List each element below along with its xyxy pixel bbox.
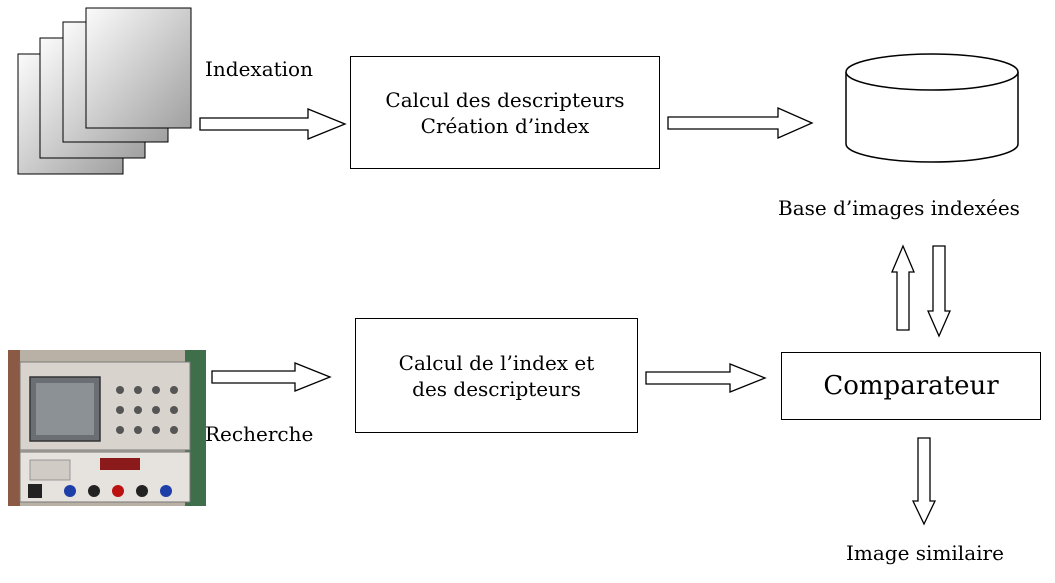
- similar-image-label: Image similaire: [846, 541, 1004, 565]
- arrow-to-comparator: [645, 363, 767, 393]
- arrow-indexation: [199, 108, 347, 140]
- search-computation-box: Calcul de l’index et des descripteurs: [355, 318, 638, 433]
- comparator-label: Comparateur: [823, 371, 999, 401]
- index-computation-box: Calcul des descripteurs Création d’index: [350, 56, 660, 169]
- document-stack-icon: [17, 7, 192, 175]
- index-box-line1: Calcul des descripteurs: [385, 87, 625, 112]
- arrow-up-to-base: [891, 244, 915, 331]
- search-box-line2: des descripteurs: [412, 376, 581, 401]
- base-label: Base d’images indexées: [778, 196, 1020, 220]
- arrow-to-base: [667, 107, 814, 139]
- database-cylinder-icon: [845, 53, 1019, 163]
- indexation-label: Indexation: [205, 57, 313, 81]
- arrow-down-to-result: [911, 437, 937, 526]
- arrow-recherche: [211, 362, 332, 392]
- oscilloscope-photo-icon: [8, 350, 206, 506]
- index-box-line2: Création d’index: [420, 113, 590, 138]
- recherche-label: Recherche: [205, 422, 314, 446]
- arrow-down-to-comparator: [927, 245, 951, 338]
- search-box-line1: Calcul de l’index et: [398, 350, 595, 375]
- comparator-box: Comparateur: [781, 352, 1041, 420]
